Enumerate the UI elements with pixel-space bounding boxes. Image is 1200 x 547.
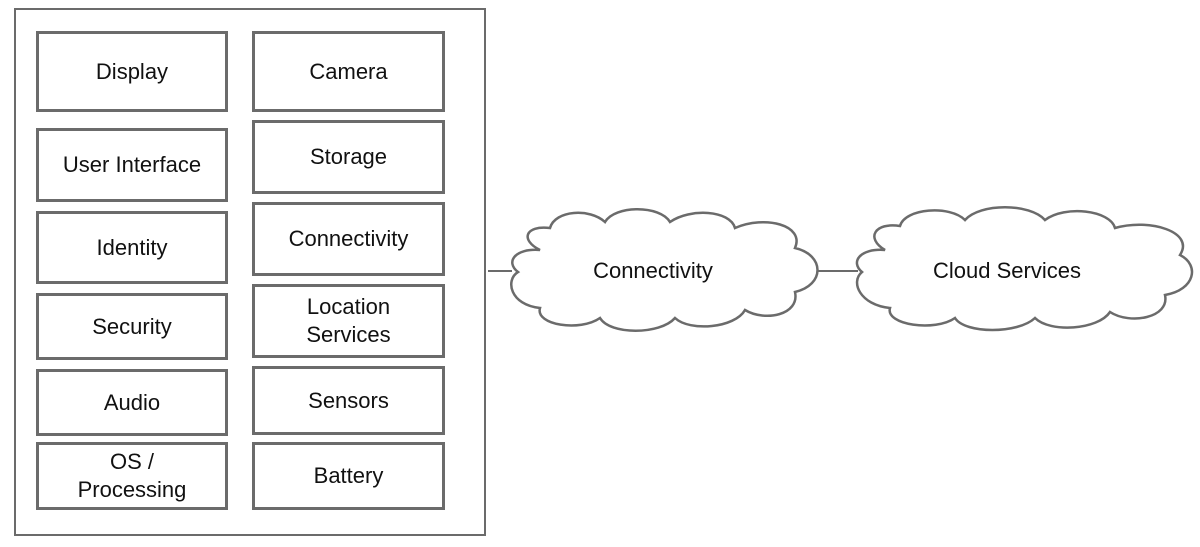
- component-label: Battery: [313, 463, 384, 488]
- cloud-services-label: Cloud Services: [933, 258, 1081, 283]
- component-sensors: Sensors: [252, 366, 445, 435]
- component-security: Security: [36, 293, 228, 360]
- component-location-services: Location Services: [252, 284, 445, 358]
- component-label: Sensors: [308, 387, 389, 413]
- component-identity: Identity: [36, 211, 228, 284]
- component-battery: Battery: [252, 442, 445, 510]
- component-label: Storage: [309, 144, 388, 169]
- component-label: Camera: [309, 58, 388, 84]
- component-label: Location Services: [306, 294, 391, 347]
- component-label: User Interface: [62, 152, 202, 177]
- device-frame: [14, 8, 486, 536]
- component-label: Security: [92, 313, 172, 339]
- component-label: Connectivity: [288, 226, 409, 251]
- component-connectivity: Connectivity: [252, 202, 445, 276]
- component-os-processing: OS / Processing: [36, 442, 228, 510]
- component-label: Identity: [96, 234, 168, 260]
- network-cloud-shape: [510, 208, 819, 332]
- component-audio: Audio: [36, 369, 228, 436]
- component-label: Audio: [103, 389, 161, 415]
- component-storage: Storage: [252, 120, 445, 194]
- cloud-services-shape: [855, 206, 1194, 332]
- component-label: OS / Processing: [77, 449, 187, 502]
- component-display: Display: [36, 31, 228, 112]
- component-label: Display: [95, 58, 169, 84]
- network-cloud-label: Connectivity: [593, 258, 713, 283]
- component-user-interface: User Interface: [36, 128, 228, 202]
- component-camera: Camera: [252, 31, 445, 112]
